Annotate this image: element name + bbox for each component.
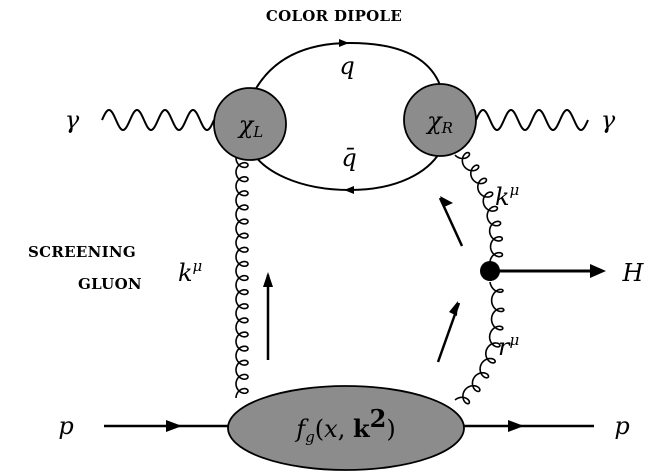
screening-gluon-line: [235, 157, 249, 399]
chi-left-label: χL: [237, 111, 264, 141]
proton-out-label: p: [614, 412, 629, 440]
higgs-vertex: [480, 261, 500, 281]
quark-line: [249, 41, 441, 101]
r-arrowhead: [449, 301, 458, 316]
higgs-label: H: [622, 259, 645, 287]
chi-right-label: χR: [425, 107, 453, 137]
quark-arrow: [339, 39, 349, 47]
k-upper-label: kμ: [495, 181, 519, 211]
k-upper-momentum-arrow: [438, 197, 464, 247]
chi-right-blob: [403, 83, 477, 157]
gluon-label: GLUON: [78, 275, 142, 293]
photon-left-label: γ: [65, 106, 80, 134]
photon-right-line: [475, 109, 589, 131]
photon-left-line: [101, 109, 215, 131]
proton-out-arrowhead: [508, 420, 524, 432]
chi-left-blob: [213, 87, 287, 161]
k-upper-arrowhead: [440, 196, 453, 207]
higgs-arrowhead: [590, 264, 606, 278]
proton-in-arrowhead: [166, 420, 182, 432]
upper-gluon-line: [454, 151, 504, 263]
proton-in-label: p: [58, 412, 73, 440]
color-dipole-label: COLOR DIPOLE: [266, 7, 402, 25]
lower-gluon-line: [454, 281, 505, 405]
antiquark-label: q̄: [341, 144, 356, 172]
k-left-label: kμ: [178, 257, 202, 287]
k-left-arrowhead: [263, 272, 273, 287]
photon-right-label: γ: [601, 106, 616, 134]
screening-label: SCREENING: [28, 243, 136, 261]
gluon-pdf-blob: [227, 385, 465, 471]
antiquark-arrow: [344, 186, 354, 194]
quark-label: q: [339, 52, 354, 80]
r-label: rμ: [498, 331, 519, 361]
